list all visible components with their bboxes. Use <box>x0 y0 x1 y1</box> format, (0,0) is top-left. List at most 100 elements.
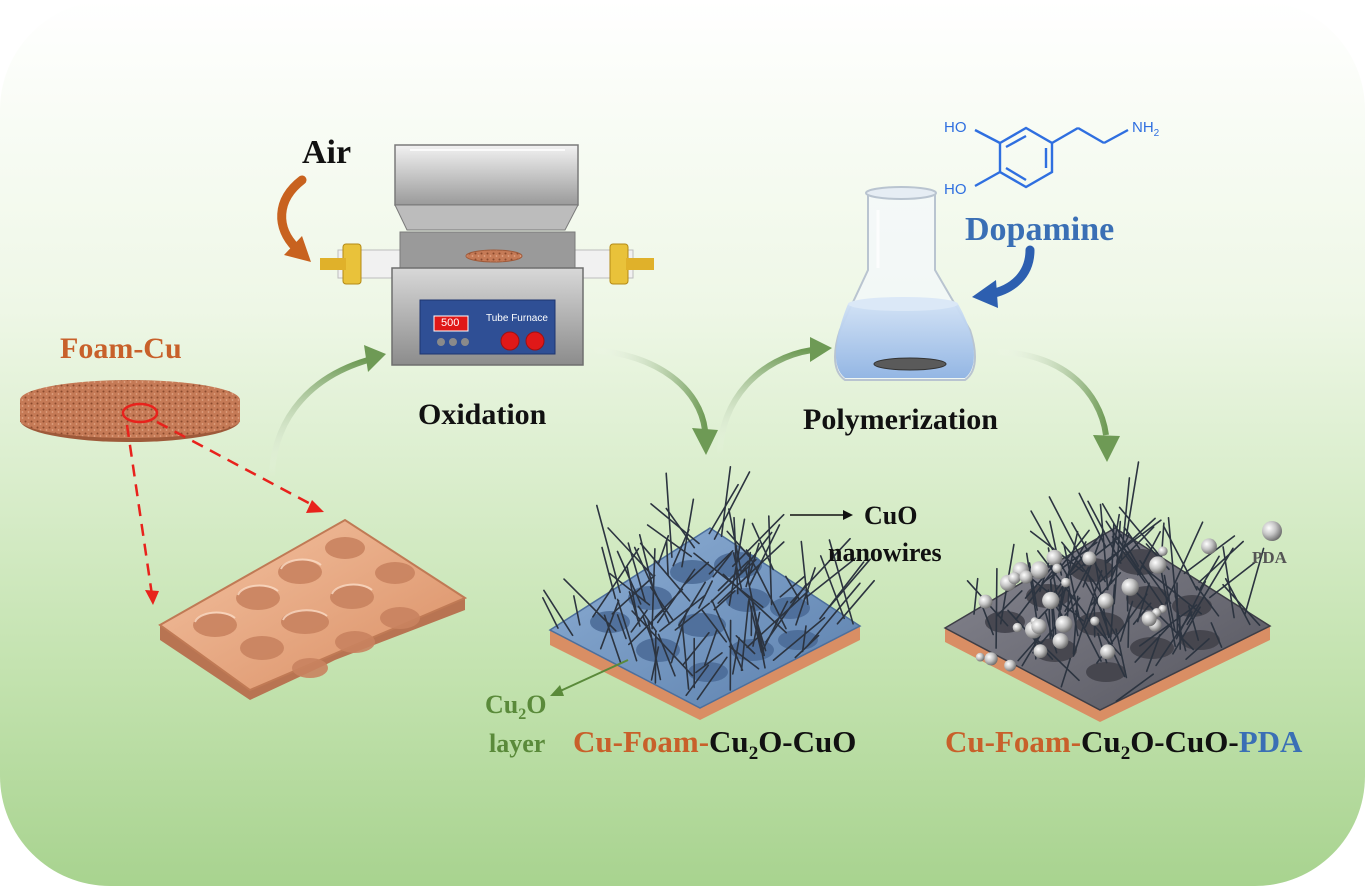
nanowire <box>1119 600 1134 642</box>
pda-sphere <box>1042 591 1060 610</box>
nanowire <box>1055 541 1087 601</box>
nanowire <box>794 634 820 659</box>
nanowire <box>696 656 728 701</box>
nanowire <box>1084 598 1099 628</box>
nanowire <box>572 595 581 626</box>
arrow-to-polymerization-head <box>810 337 832 362</box>
cuo-pointer-head <box>843 510 853 520</box>
nanowire <box>701 609 728 643</box>
nanowire <box>708 483 739 535</box>
pda-sphere <box>1030 561 1049 579</box>
cu2o-pointer-head <box>550 685 564 696</box>
pda-sphere <box>1100 644 1116 660</box>
nanowire <box>1125 461 1140 537</box>
nanowire <box>745 542 760 588</box>
pda-sphere <box>1090 616 1100 626</box>
nanowire <box>681 623 690 690</box>
product2-part-d: PDA <box>1238 724 1303 759</box>
nanowire <box>1110 523 1115 584</box>
nanowire <box>740 600 750 672</box>
nanowire <box>1222 546 1235 619</box>
nanowire <box>717 541 785 605</box>
pda-sphere <box>1201 538 1217 555</box>
pda-sphere <box>1121 578 1139 596</box>
pda-sphere <box>1004 659 1016 672</box>
nanowire <box>642 615 654 642</box>
nanowire <box>637 605 658 633</box>
cu2o-sub: 2 <box>518 706 527 724</box>
arrow-to-product1-head <box>692 428 718 455</box>
nanowire <box>616 614 627 640</box>
nanowire <box>1172 606 1201 655</box>
nanowire <box>717 560 750 592</box>
nanowire <box>1135 591 1195 651</box>
nanowire <box>995 567 998 649</box>
cu2o-pointer-line <box>557 659 629 693</box>
pda-coated-mesh <box>943 461 1272 722</box>
nanowire <box>720 465 732 538</box>
pda-label: PDA <box>1252 548 1287 567</box>
nanowire <box>728 645 760 670</box>
product1-sub: 2 <box>748 743 759 765</box>
nanowire <box>1186 547 1234 626</box>
nanowire <box>828 539 854 625</box>
nanowire <box>1183 535 1236 575</box>
nanowire <box>1087 500 1122 564</box>
nanowire <box>801 625 807 653</box>
nanowire <box>607 527 654 577</box>
nanowire <box>627 607 667 646</box>
nanowire <box>1185 638 1210 661</box>
nanowire <box>1118 506 1166 563</box>
nanowire <box>685 664 710 697</box>
product2-part-a: Cu-Foam- <box>945 724 1082 759</box>
nanowire <box>731 513 785 568</box>
pda-sphere <box>1141 611 1157 627</box>
product2-label: Cu-Foam-Cu2O-CuO-PDA <box>945 726 1302 763</box>
nanowire <box>756 622 767 652</box>
product1-part-a: Cu-Foam- <box>573 724 710 759</box>
molecule-ho-bottom: HO <box>944 181 967 198</box>
pda-legend-sphere-icon <box>1262 521 1282 541</box>
nanowire <box>712 552 732 578</box>
cu2o-o: O <box>526 690 547 719</box>
pda-sphere <box>984 652 998 666</box>
nanowire <box>1127 612 1130 649</box>
arrow-to-oxidation <box>269 357 369 479</box>
nanowire <box>713 471 751 540</box>
nanowire <box>806 582 861 647</box>
nanowire <box>695 652 723 674</box>
pda-sphere <box>1031 618 1047 635</box>
cu2o-layer-label: layer <box>489 729 546 758</box>
foam-cu-label: Foam-Cu <box>60 332 182 365</box>
nanowire <box>748 524 781 587</box>
pda-sphere <box>1046 549 1063 566</box>
nanowire <box>665 539 669 577</box>
nanowire <box>1115 628 1128 679</box>
nanowire <box>681 498 695 568</box>
nanowire <box>1198 540 1244 584</box>
zoom-circle-icon <box>121 402 159 424</box>
nanowire <box>603 614 622 664</box>
furnace-name-label: Tube Furnace <box>486 313 548 324</box>
pda-sphere <box>1061 577 1071 588</box>
nanowire <box>599 599 620 650</box>
nanowire <box>1063 544 1080 618</box>
nanowire <box>728 518 746 607</box>
nanowire <box>828 558 872 608</box>
pda-sphere <box>1097 593 1114 609</box>
nanowire <box>609 572 651 606</box>
nanowire <box>1139 604 1198 647</box>
oxidized-mesh <box>541 465 876 720</box>
nanowire <box>1164 521 1204 605</box>
nanowire <box>1162 525 1198 591</box>
nanowire <box>703 628 718 666</box>
nanowire <box>659 594 707 632</box>
nanowire <box>733 516 739 595</box>
pda-sphere <box>978 594 993 609</box>
nanowire <box>761 600 789 652</box>
nanowire <box>980 602 995 636</box>
nanowire <box>657 534 670 565</box>
nanowire <box>1030 633 1080 682</box>
nanowire <box>651 547 656 630</box>
